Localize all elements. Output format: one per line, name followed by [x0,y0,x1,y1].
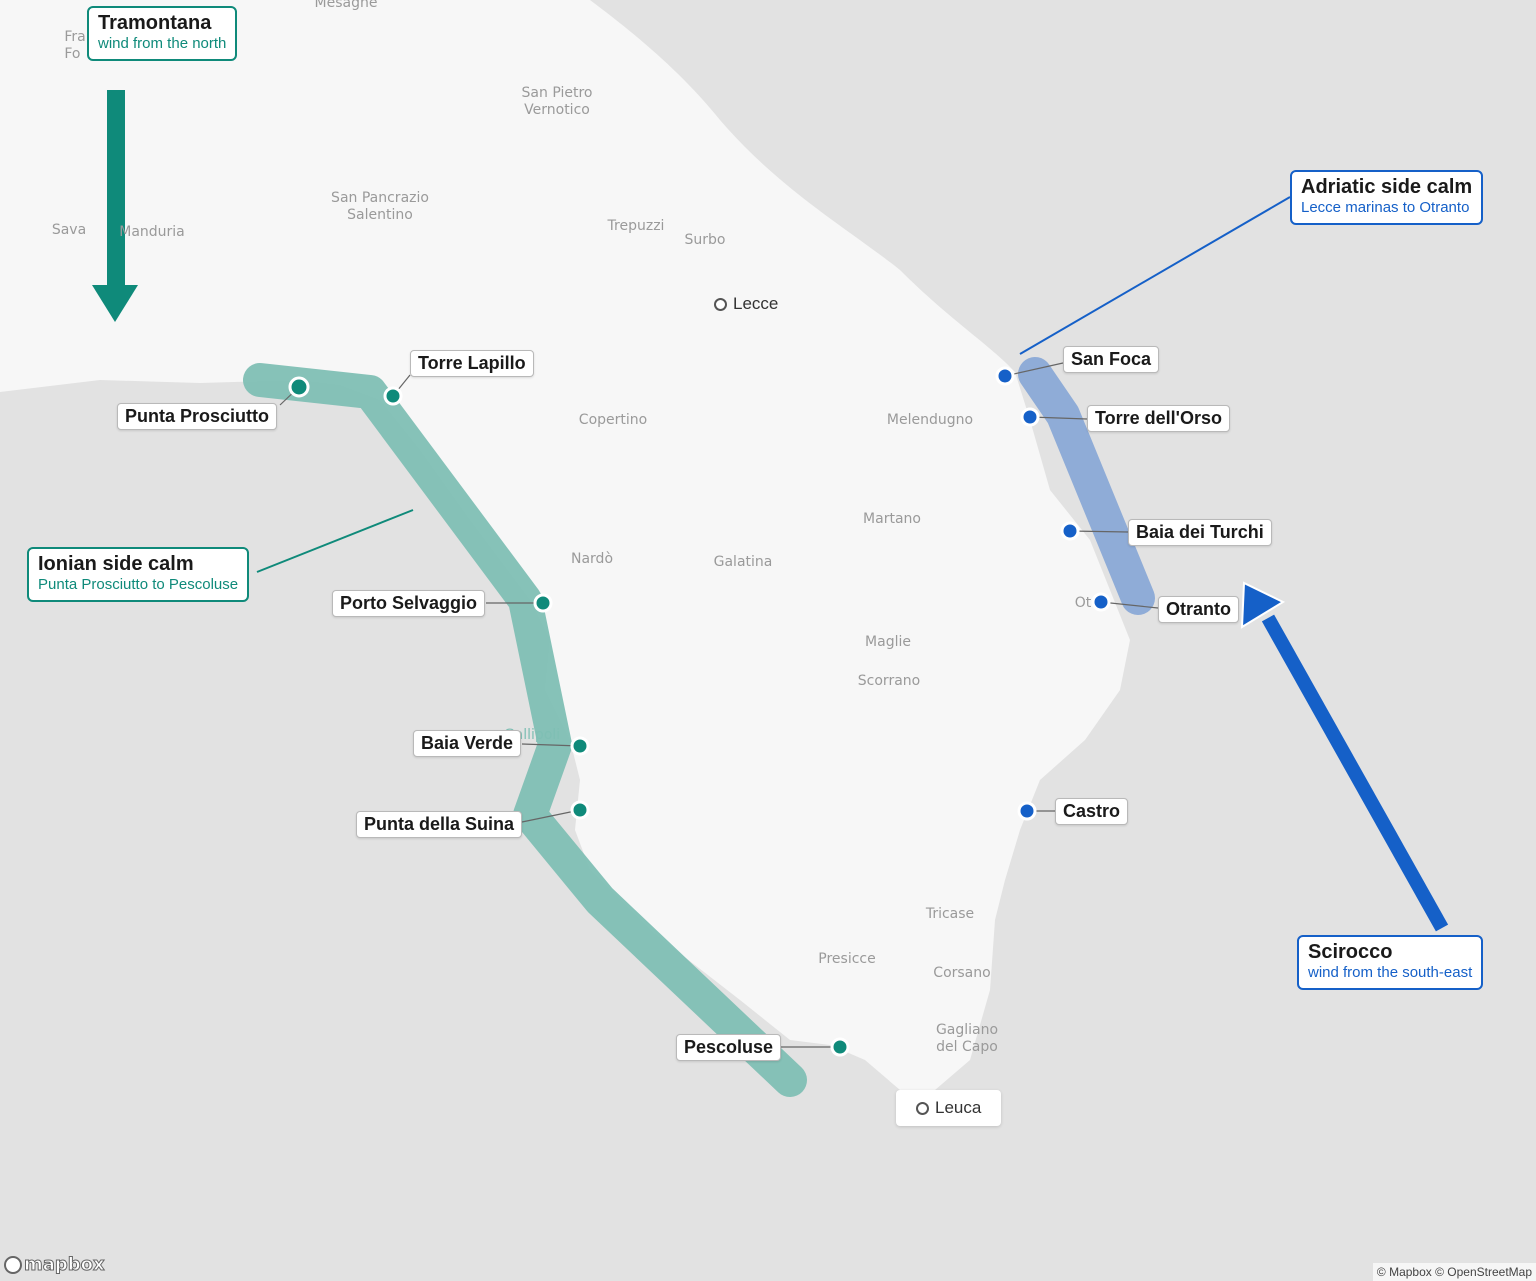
spot-label-baia-dei-turchi[interactable]: Baia dei Turchi [1128,519,1272,546]
callout-tramontana: Tramontana wind from the north [87,6,238,61]
town-label: Galatina [713,554,773,570]
callout-subtitle: wind from the south-east [1308,964,1473,981]
city-marker-icon [916,1101,929,1115]
town-label: San Pietro Vernotico [521,85,593,118]
town-label: Melendugno [886,412,974,428]
city-label: Leuca [935,1098,982,1117]
marker-punta-prosciutto [288,376,310,398]
tramontana-arrow-icon [92,90,138,322]
town-label: Manduria [119,224,185,240]
callout-subtitle: Punta Prosciutto to Pescoluse [38,576,239,593]
callout-scirocco: Scirocco wind from the south-east [1297,935,1484,990]
marker-torre-dell-orso [1020,407,1040,427]
marker-baia-verde [570,736,590,756]
town-label: Copertino [578,412,648,428]
city-marker-icon [714,297,727,311]
callout-title: Adriatic side calm [1301,176,1473,198]
spot-markers [288,366,1111,1057]
town-label: Corsano [933,965,991,981]
spot-label-torre-dell-orso[interactable]: Torre dell'Orso [1087,405,1230,432]
town-label: Nardò [570,551,614,567]
town-label: Maglie [865,634,911,650]
town-label: Fra Fo [64,29,86,62]
callout-subtitle: Lecce marinas to Otranto [1301,199,1470,216]
adriatic-callout-leader [1019,196,1291,355]
callout-title: Tramontana [98,12,212,34]
spot-label-baia-verde[interactable]: Baia Verde [413,730,522,757]
scirocco-arrow-icon [1240,581,1449,932]
marker-torre-lapillo [383,386,403,406]
mapbox-logo[interactable]: mapbox [4,1254,106,1276]
marker-san-foca [995,366,1015,386]
spot-label-porto-selvaggio[interactable]: Porto Selvaggio [332,590,486,617]
town-label: Martano [863,511,921,527]
city-leuca[interactable]: Leuca [896,1090,1002,1126]
town-label: Trepuzzi [607,218,665,234]
mapbox-logo-text: mapbox [24,1254,106,1276]
spot-label-punta-della-suina[interactable]: Punta della Suina [356,811,523,838]
callout-adriatic: Adriatic side calm Lecce marinas to Otra… [1290,170,1484,225]
ionian-callout-leader [256,509,414,573]
town-label: Gagliano del Capo [935,1022,999,1055]
town-label: Surbo [684,232,726,248]
town-label: Mesagne [314,0,378,11]
city-label: Lecce [733,294,779,313]
marker-baia-dei-turchi [1060,521,1080,541]
marker-pescoluse [830,1037,850,1057]
town-label: Presicce [818,951,876,967]
marker-castro [1017,801,1037,821]
city-lecce[interactable]: Lecce [714,294,778,314]
spot-label-castro[interactable]: Castro [1055,798,1129,825]
town-label: Tricase [925,906,975,922]
callout-title: Ionian side calm [38,553,194,575]
town-label: San Pancrazio Salentino [331,190,429,223]
salento-landmass [0,0,1130,1090]
map-attribution[interactable]: © Mapbox © OpenStreetMap [1372,1263,1536,1281]
town-label: Sava [51,222,87,238]
callout-subtitle: wind from the north [98,35,227,52]
mapbox-logo-icon [4,1255,22,1274]
callout-title: Scirocco [1308,941,1393,963]
marker-otranto [1091,592,1111,612]
callout-ionian: Ionian side calm Punta Prosciutto to Pes… [27,547,250,602]
spot-label-otranto[interactable]: Otranto [1158,596,1239,623]
spot-label-san-foca[interactable]: San Foca [1063,346,1160,373]
town-label: Ot [1074,595,1092,611]
marker-porto-selvaggio [533,593,553,613]
spot-label-punta-prosciutto[interactable]: Punta Prosciutto [117,403,278,430]
marker-punta-della-suina [570,800,590,820]
town-label: Scorrano [857,673,921,689]
spot-label-pescoluse[interactable]: Pescoluse [676,1034,782,1061]
spot-label-torre-lapillo[interactable]: Torre Lapillo [410,350,534,377]
adriatic-calm-route [1018,357,1155,615]
